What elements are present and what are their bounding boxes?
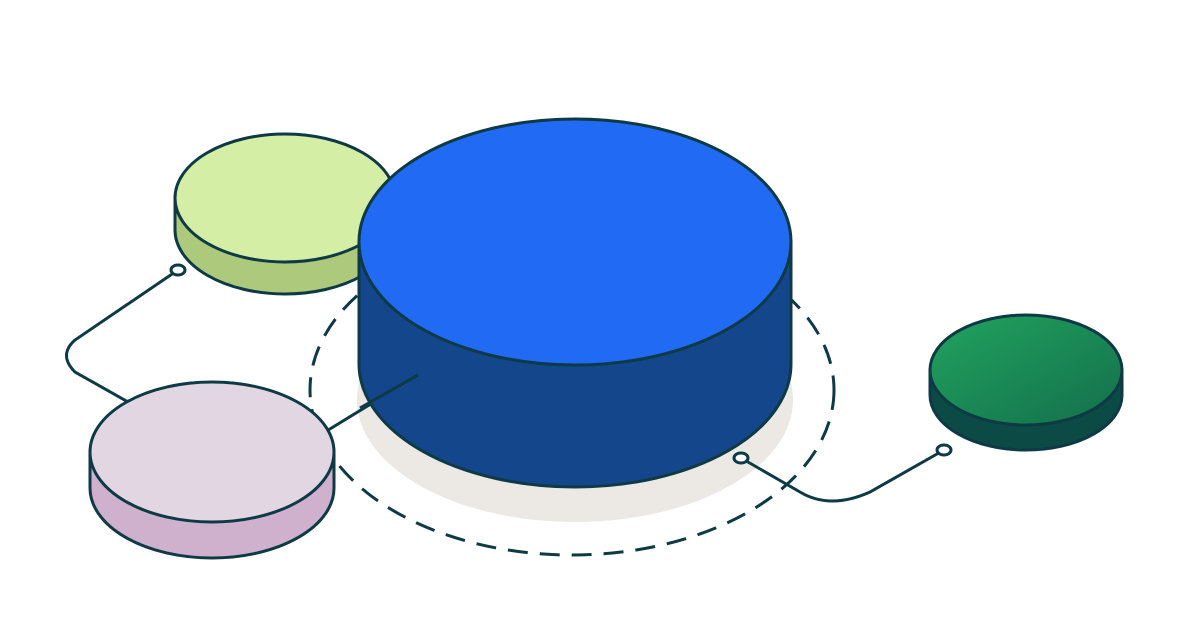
large-blue-cylinder (357, 117, 793, 489)
connector-line-right (740, 448, 945, 503)
connector-line-middle-tip (359, 373, 419, 410)
lilac-disc (88, 380, 336, 560)
connector-node-right-start (732, 451, 750, 465)
connector-line-left (65, 268, 179, 404)
lime-disc (173, 132, 397, 296)
dashed-ring (308, 223, 836, 557)
connector-node-right-end (935, 443, 953, 457)
connector-node-left (169, 263, 187, 277)
green-disc (928, 313, 1124, 452)
